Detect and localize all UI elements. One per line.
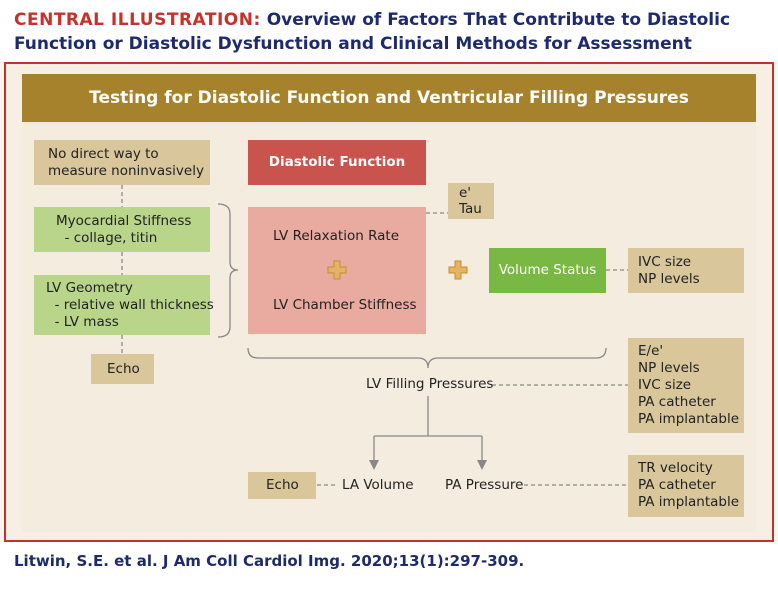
pa-pressure-methods-box: TR velocity PA catheter PA implantable: [628, 455, 744, 517]
banner-title: Testing for Diastolic Function and Ventr…: [89, 88, 689, 108]
header-title-block: CENTRAL ILLUSTRATION: Overview of Factor…: [14, 8, 774, 56]
la-volume-label: LA Volume: [342, 477, 414, 493]
myocardial-stiffness-box: Myocardial Stiffness - collage, titin: [34, 207, 210, 252]
diastolic-function-box: Diastolic Function: [248, 140, 426, 185]
echo-box-bottom: Echo: [248, 472, 316, 499]
central-illustration-label: CENTRAL ILLUSTRATION:: [14, 10, 261, 30]
pa-pressure-label: PA Pressure: [445, 477, 524, 493]
lv-relaxation-rate: LV Relaxation Rate: [273, 228, 400, 244]
lv-chamber-stiffness: LV Chamber Stiffness: [273, 297, 417, 313]
no-direct-measurement-box: No direct way to measure noninvasively: [34, 140, 210, 185]
citation: Litwin, S.E. et al. J Am Coll Cardiol Im…: [14, 552, 525, 570]
echo-box-left: Echo: [91, 354, 154, 384]
ivc-np-box: IVC size NP levels: [628, 248, 744, 293]
plus-icon: [448, 260, 468, 280]
banner: Testing for Diastolic Function and Ventr…: [22, 74, 756, 122]
e-prime-tau-box: e' Tau: [448, 183, 494, 219]
header-title: Overview of Factors That Contribute to D…: [14, 10, 731, 54]
filling-pressure-methods-box: E/e' NP levels IVC size PA catheter PA i…: [628, 338, 744, 433]
lv-relaxation-chamber-box: LV Relaxation Rate LV Chamber Stiffness: [248, 207, 426, 334]
header: CENTRAL ILLUSTRATION: Overview of Factor…: [0, 0, 778, 62]
lv-filling-pressures-label: LV Filling Pressures: [366, 376, 494, 392]
volume-status-box: Volume Status: [489, 248, 606, 293]
plus-icon: [327, 260, 347, 280]
lv-geometry-box: LV Geometry - relative wall thickness - …: [34, 275, 214, 335]
footer: [0, 542, 778, 590]
